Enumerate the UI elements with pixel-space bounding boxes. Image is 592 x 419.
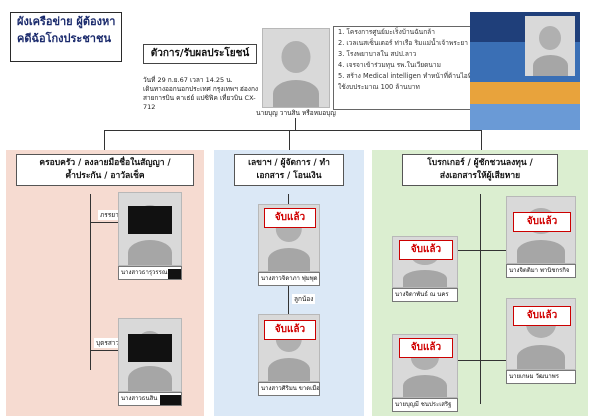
broker-panel: โบรกเกอร์ / ผู้ชักชวนลงทุน / ส่งเอกสารให… [372, 150, 588, 416]
project-item: 5. สร้าง Medical intelligen ทำหน้าที่ด้า… [338, 72, 473, 80]
name-redaction [160, 395, 181, 405]
suspect-card: จับแล้ว นางจิตติมา พานิชกรกิจ [506, 196, 576, 278]
broker-panel-title: โบรกเกอร์ / ผู้ชักชวนลงทุน / ส่งเอกสารให… [402, 154, 558, 186]
arrested-badge: จับแล้ว [398, 240, 454, 260]
connector-line [288, 286, 289, 314]
suspect-card: จับแล้ว นายบุญมี ชนประเสริฐ [392, 334, 458, 412]
connector-line [426, 250, 534, 251]
panel-title-line: เอกสาร / โอนเงิน [256, 171, 322, 181]
connector-line [288, 194, 289, 204]
info-line: วันที่ 29 ก.ย.67 เวลา 14.25 น. [143, 76, 233, 84]
suspect-card: นางสาวธารุวรรณ [118, 192, 182, 280]
project-item: 4. เจรจาเข้าร่วมทุน รพ.ในเวียดนาม [338, 61, 441, 69]
panel-title-line: เลขาฯ / ผู้จัดการ / ทำ [248, 158, 330, 168]
suspect-name: นางสาวธารุวรรณ [118, 266, 182, 280]
relation-label-wife: ภรรยา [98, 210, 121, 220]
face-redaction [128, 206, 172, 234]
arrested-badge: จับแล้ว [513, 212, 571, 232]
relation-label-daughter: บุตรสาว [94, 338, 122, 348]
connector-line [295, 118, 296, 130]
panel-title-line: ส่งเอกสารให้ผู้เสียหาย [439, 171, 521, 181]
name-redaction [168, 269, 181, 279]
suspect-card: จับแล้ว นางสาวศิริมน ขาดเมือง [258, 314, 320, 396]
arrested-badge: จับแล้ว [264, 320, 316, 340]
boss-photo [262, 28, 330, 108]
suspect-card: นางสาวธนสิน [118, 318, 182, 406]
suspect-card: จับแล้ว นางจิดาพันธ์ ณ นคร [392, 236, 458, 302]
title-line-1: ผังเครือข่าย ผู้ต้องหา [17, 15, 116, 28]
connector-line [289, 130, 290, 150]
boss-departure-info: วันที่ 29 ก.ย.67 เวลา 14.25 น. เดินทางออ… [143, 76, 260, 112]
connector-line [481, 130, 482, 150]
panel-title-line: ค้ำประกัน / อาวัลเช็ค [65, 171, 145, 181]
project-item: 3. โรงพยาบาลใน สปป.ลาว [338, 50, 417, 58]
suspect-name: นายเกษม วัฒนาพร [506, 370, 576, 384]
suspect-card: จับแล้ว นางสาวจิดาภา พุ่มพุด [258, 204, 320, 286]
connector-line [480, 194, 481, 404]
title-line-2: คดีฉ้อโกงประชาชน [17, 32, 111, 45]
boss-name: นายบุญ วานสิน หรือหมอบุญ [256, 109, 336, 117]
suspect-name: นางสาวจิดาภา พุ่มพุด [258, 272, 320, 286]
info-line: เดินทางออกนอกประเทศ กรุงเทพฯ ฮ่องกง [143, 85, 259, 93]
poster-person-photo [525, 16, 575, 76]
arrested-badge: จับแล้ว [398, 338, 454, 358]
boss-role-label: ตัวการ/รับผลประโยชน์ [143, 44, 257, 64]
connector-line [104, 130, 105, 150]
connector-line [90, 222, 118, 223]
family-panel: ครอบครัว / ลงลายมือชื่อในสัญญา / ค้ำประก… [6, 150, 204, 416]
secretary-panel: เลขาฯ / ผู้จัดการ / ทำ เอกสาร / โอนเงิน … [214, 150, 364, 416]
info-line: สายการบิน คาเธ่ย์ แปซิฟิค เที่ยวบิน CX-7… [143, 94, 256, 111]
project-item: 1. โครงการศูนย์มะเร็งบ้านฉันกล้า [338, 28, 435, 36]
secretary-panel-title: เลขาฯ / ผู้จัดการ / ทำ เอกสาร / โอนเงิน [234, 154, 344, 186]
arrested-badge: จับแล้ว [264, 208, 316, 228]
project-item: ใช้งบประมาณ 100 ล้านบาท [338, 83, 420, 91]
connector-line [90, 350, 118, 351]
suspect-name: นายบุญมี ชนประเสริฐ [392, 398, 458, 412]
connector-line [90, 194, 91, 370]
connector-line [426, 360, 534, 361]
connector-line [104, 130, 482, 131]
news-poster-image [470, 12, 580, 130]
relation-label-subordinate: ลูกน้อง [292, 294, 316, 304]
suspect-card: จับแล้ว นายเกษม วัฒนาพร [506, 298, 576, 384]
face-redaction [128, 334, 172, 362]
panel-title-line: ครอบครัว / ลงลายมือชื่อในสัญญา / [39, 158, 171, 168]
chart-title: ผังเครือข่าย ผู้ต้องหา คดีฉ้อโกงประชาชน [10, 12, 122, 62]
suspect-name: นางจิดาพันธ์ ณ นคร [392, 288, 458, 302]
family-panel-title: ครอบครัว / ลงลายมือชื่อในสัญญา / ค้ำประก… [16, 154, 194, 186]
panel-title-line: โบรกเกอร์ / ผู้ชักชวนลงทุน / [427, 158, 533, 168]
arrested-badge: จับแล้ว [513, 306, 571, 326]
suspect-name: นางจิตติมา พานิชกรกิจ [506, 264, 576, 278]
project-item: 2. เวลเนสเซ็นเตอร์ ท่าเรือ ริมแม่น้ำเจ้า… [338, 39, 468, 47]
suspect-name: นางสาวศิริมน ขาดเมือง [258, 382, 320, 396]
